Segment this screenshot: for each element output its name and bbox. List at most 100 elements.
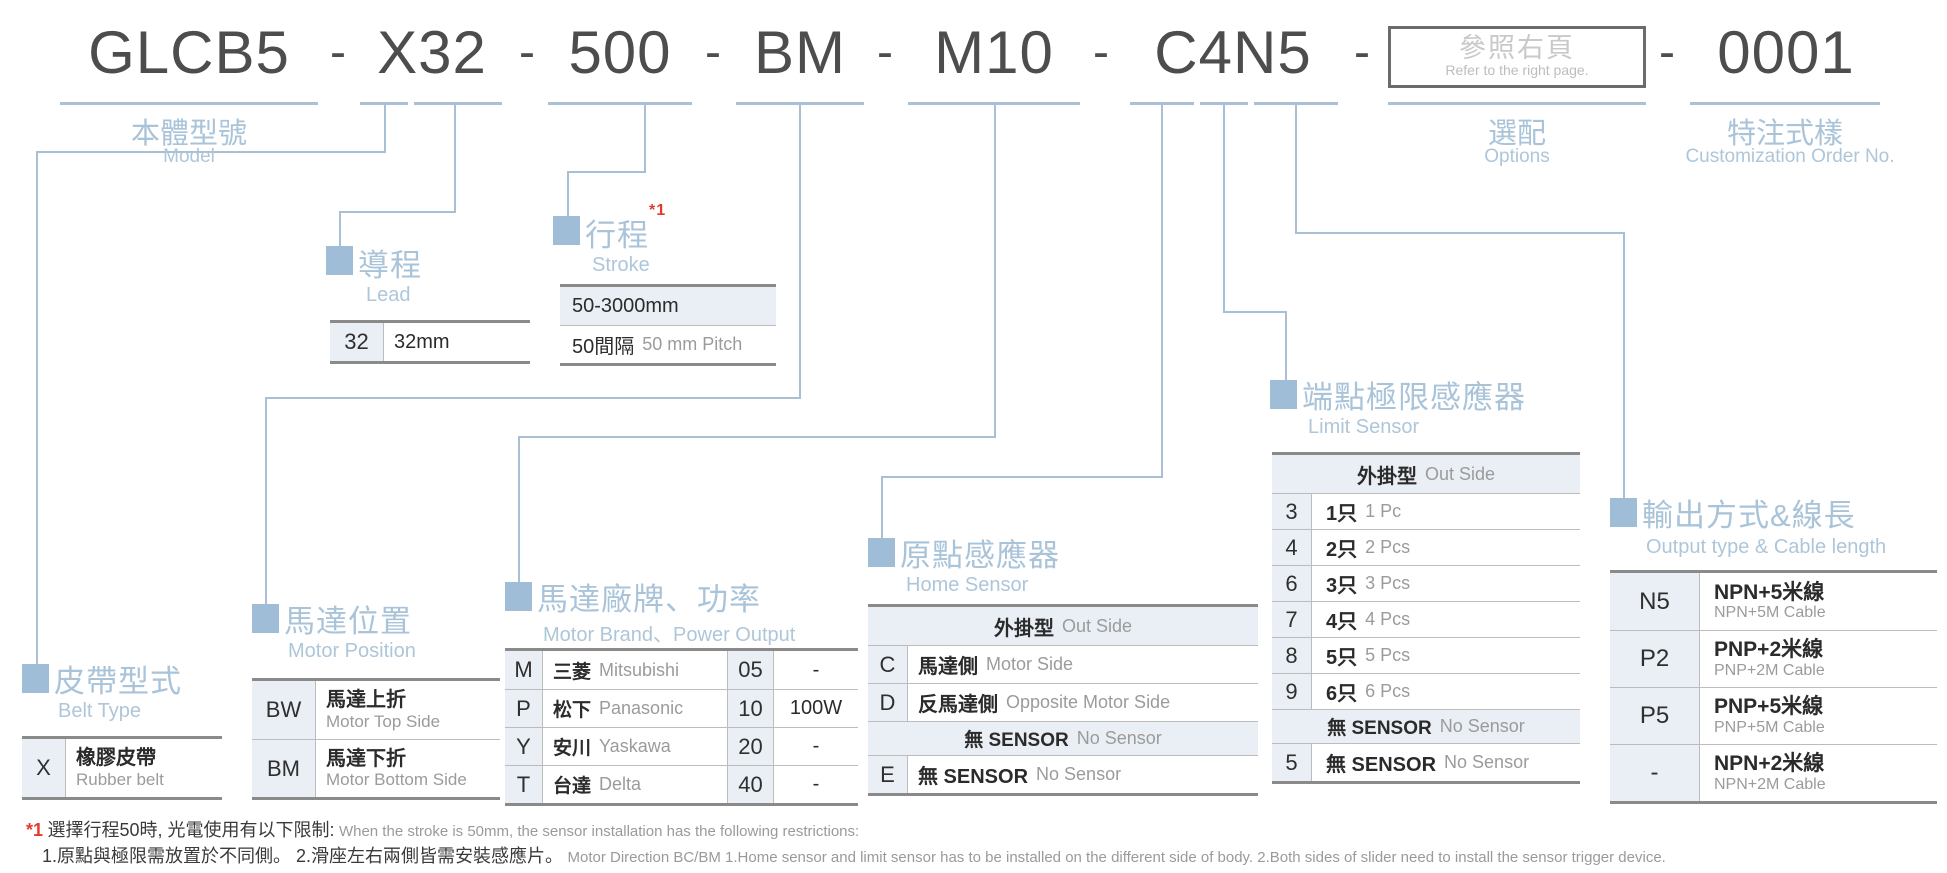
output-row: P2 PNP+2米線 PNP+2M Cable	[1610, 630, 1937, 687]
motor-brand-cn: 安川	[553, 738, 592, 759]
home-sensor-code: D	[868, 684, 908, 721]
footnote-line-2: 1.原點與極限需放置於不同側。 2.滑座左右兩側皆需安裝感應片。 Motor D…	[42, 842, 1666, 868]
tick-limit-sensor	[1200, 102, 1248, 105]
limit-sensor-en: 4 Pcs	[1365, 609, 1411, 629]
motor-brand-row: M 三菱 Mitsubishi 05 -	[505, 651, 858, 689]
lead-table: 32 32mm	[330, 320, 530, 364]
code-separator: -	[1659, 25, 1675, 79]
model-label-cn: 本體型號	[130, 118, 247, 150]
limit-sensor-row: 9 6只 6 Pcs	[1272, 673, 1580, 709]
home-sensor-header-en: Out Side	[1061, 615, 1133, 636]
output-code: -	[1610, 745, 1700, 801]
tick-lead	[414, 102, 502, 105]
motor-position-code: BM	[252, 740, 316, 797]
limit-sensor-code: 3	[1272, 494, 1312, 529]
footnote-line2-cn: 1.原點與極限需放置於不同側。 2.滑座左右兩側皆需安裝感應片。	[42, 846, 564, 866]
limit-sensor-table: 外掛型 Out Side 3 1只 1 Pc 4 2只 2 Pcs 6 3只 3…	[1272, 452, 1580, 784]
connector-m10-to-motor-brand	[518, 104, 996, 582]
motor-brand-en: Delta	[599, 774, 642, 794]
output-title-cn: 輸出方式&線長	[1642, 498, 1856, 533]
home-sensor-en: No Sensor	[1036, 764, 1122, 784]
home-sensor-en: Opposite Motor Side	[1006, 692, 1171, 712]
motor-brand-bullet-square	[505, 582, 532, 611]
output-bullet-square	[1610, 498, 1637, 527]
home-sensor-cn: 反馬達側	[918, 694, 998, 716]
power-value: 100W	[789, 697, 843, 719]
belt-type-cn: 橡膠皮帶	[76, 747, 156, 770]
limit-sensor-code: 9	[1272, 674, 1312, 709]
motor-position-cn: 馬達上折	[326, 689, 406, 712]
limit-sensor-cn: 6只	[1326, 683, 1358, 705]
home-sensor-row-d: D 反馬達側 Opposite Motor Side	[868, 683, 1258, 721]
home-sensor-table: 外掛型 Out Side C 馬達側 Motor Side D 反馬達側 Opp…	[868, 604, 1258, 796]
stroke-range: 50-3000mm	[572, 294, 679, 317]
home-sensor-cn: 馬達側	[918, 656, 978, 678]
motor-position-bullet-square	[252, 604, 279, 633]
motor-brand-row: P 松下 Panasonic 10 100W	[505, 689, 858, 727]
tick-options	[1388, 102, 1646, 105]
output-row: P5 PNP+5米線 PNP+5M Cable	[1610, 687, 1937, 744]
code-separator: -	[877, 25, 893, 79]
stroke-table: 50-3000mm 50間隔 50 mm Pitch	[560, 284, 776, 366]
stroke-pitch-en: 50 mm Pitch	[642, 334, 743, 354]
power-value: -	[812, 658, 820, 681]
limit-sensor-cn: 3只	[1326, 575, 1358, 597]
options-reference-box: 參照右頁 Refer to the right page.	[1388, 26, 1646, 88]
stroke-range-row: 50-3000mm	[560, 287, 776, 325]
home-sensor-bullet-square	[868, 538, 895, 567]
limit-sensor-bullet-square	[1270, 380, 1297, 409]
home-sensor-code: C	[868, 646, 908, 683]
footnote-line-1: *1 選擇行程50時, 光電使用有以下限制: When the stroke i…	[26, 816, 859, 842]
limit-sensor-subheader-cn: 無 SENSOR	[1327, 718, 1432, 739]
home-sensor-subheader-en: No Sensor	[1076, 728, 1162, 748]
code-segment-serial: 0001	[1717, 18, 1855, 86]
limit-sensor-subheader: 無 SENSOR No Sensor	[1272, 709, 1580, 743]
connector-c-to-home-sensor	[881, 104, 1163, 538]
code-separator: -	[1093, 25, 1109, 79]
code-separator: -	[330, 25, 346, 79]
motor-brand-code: P	[505, 690, 543, 727]
power-code: 05	[728, 651, 774, 689]
code-separator: -	[705, 25, 721, 79]
stroke-bullet-square	[553, 216, 580, 245]
stroke-title-en: Stroke	[592, 254, 650, 276]
connector-32-to-lead	[339, 104, 456, 246]
lead-code: 32	[330, 323, 384, 361]
model-label-en: Model	[163, 146, 215, 167]
limit-sensor-row: 7 4只 4 Pcs	[1272, 601, 1580, 637]
limit-sensor-row: 4 2只 2 Pcs	[1272, 529, 1580, 565]
motor-brand-code: Y	[505, 728, 543, 765]
belt-type-bullet-square	[22, 664, 49, 693]
limit-sensor-cn: 1只	[1326, 503, 1358, 525]
motor-position-title-cn: 馬達位置	[284, 604, 412, 639]
code-segment-motor-position: BM	[754, 18, 846, 86]
output-en: NPN+5M Cable	[1714, 604, 1826, 622]
home-sensor-subheader: 無 SENSOR No Sensor	[868, 721, 1258, 755]
options-reference-en: Refer to the right page.	[1445, 62, 1589, 79]
footnote-line2-en: Motor Direction BC/BM 1.Home sensor and …	[567, 849, 1666, 866]
motor-position-code: BW	[252, 681, 316, 739]
code-segment-motor: M10	[934, 18, 1054, 86]
belt-type-code: X	[22, 739, 66, 797]
home-sensor-header-cn: 外掛型	[993, 617, 1054, 640]
home-sensor-code: E	[868, 756, 908, 793]
motor-brand-title-en: Motor Brand、Power Output	[543, 624, 796, 646]
footnote-line1-cn: 選擇行程50時, 光電使用有以下限制:	[47, 820, 335, 840]
output-table: N5 NPN+5米線 NPN+5M Cable P2 PNP+2米線 PNP+2…	[1610, 570, 1937, 804]
belt-type-table: X 橡膠皮帶 Rubber belt	[22, 736, 222, 800]
belt-type-row: X 橡膠皮帶 Rubber belt	[22, 739, 222, 797]
output-cn: PNP+5米線	[1714, 695, 1824, 719]
connector-n5-to-output	[1295, 104, 1625, 498]
home-sensor-title-en: Home Sensor	[906, 574, 1029, 596]
motor-brand-cn: 松下	[553, 700, 592, 721]
connector-bm-to-motor-position	[265, 104, 801, 604]
home-sensor-en: Motor Side	[986, 654, 1074, 674]
power-value: -	[812, 773, 820, 795]
limit-sensor-cn: 2只	[1326, 539, 1358, 561]
code-segment-belt-lead: X32	[377, 18, 487, 86]
tick-stroke	[548, 102, 692, 105]
stroke-pitch-row: 50間隔 50 mm Pitch	[560, 325, 776, 363]
tick-belt	[360, 102, 408, 105]
